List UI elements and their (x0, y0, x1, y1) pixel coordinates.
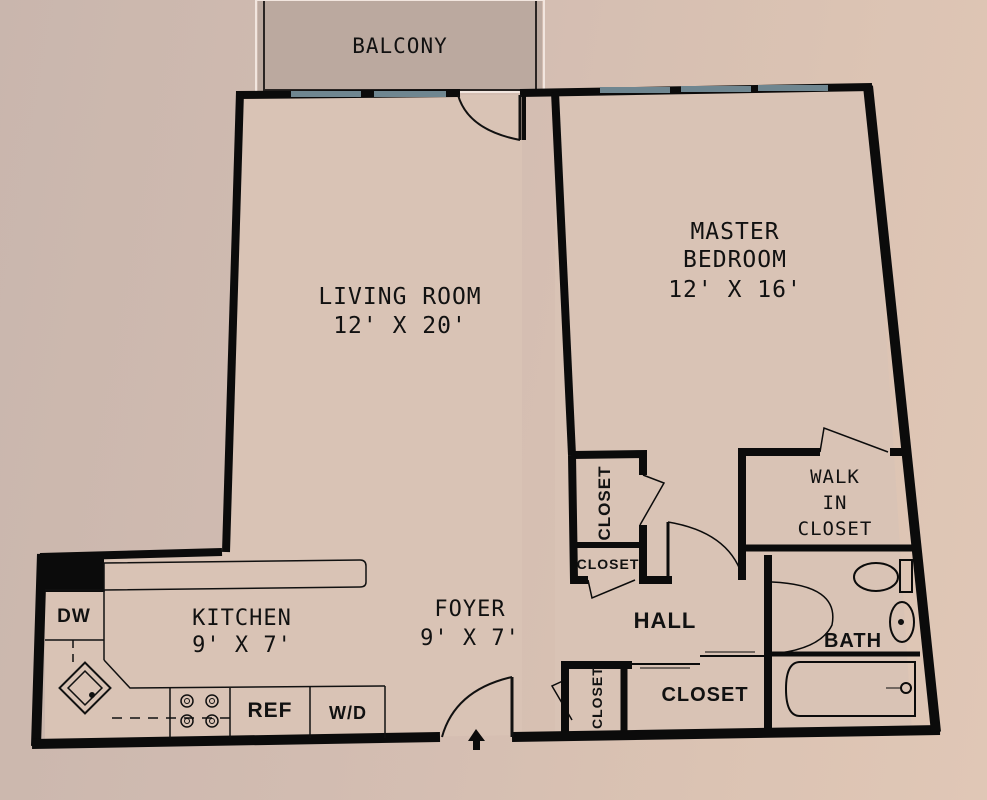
bedroom-closet-upper-label: CLOSET (595, 465, 614, 541)
master-bedroom-size: 12' X 16' (668, 277, 802, 303)
foyer-label: FOYER (434, 597, 506, 622)
walk-in-closet-walls (738, 426, 912, 580)
kitchen-fixtures (42, 556, 386, 738)
foyer-size: 9' X 7' (420, 626, 520, 651)
master-bedroom-label: MASTER BEDROOM (683, 219, 787, 273)
hall-closets (550, 651, 768, 732)
washer-dryer-label: W/D (329, 703, 367, 723)
balcony-area (255, 0, 545, 93)
entry-arrow-icon (468, 729, 485, 750)
balcony-door (457, 94, 522, 141)
bath-walls (764, 555, 920, 730)
entry-door (441, 676, 514, 738)
refrigerator-label: REF (247, 699, 293, 722)
kitchen-label: KITCHEN (192, 606, 292, 631)
hall-closet-label: CLOSET (661, 684, 749, 706)
hall-label: HALL (633, 608, 697, 633)
balcony-label: BALCONY (352, 34, 448, 58)
walk-in-closet-label: WALK IN CLOSET (797, 466, 873, 540)
living-room-label: LIVING ROOM (318, 284, 482, 310)
living-room-size: 12' X 20' (333, 313, 467, 339)
bath-label: BATH (823, 630, 883, 652)
bedroom-closets (568, 449, 743, 600)
windows (291, 85, 828, 97)
foyer-closet-label: CLOSET (589, 666, 605, 729)
walls (31, 83, 941, 749)
kitchen-size: 9' X 7' (192, 633, 292, 658)
dishwasher-label: DW (57, 606, 91, 627)
bedroom-closet-lower-label: CLOSET (576, 556, 640, 572)
